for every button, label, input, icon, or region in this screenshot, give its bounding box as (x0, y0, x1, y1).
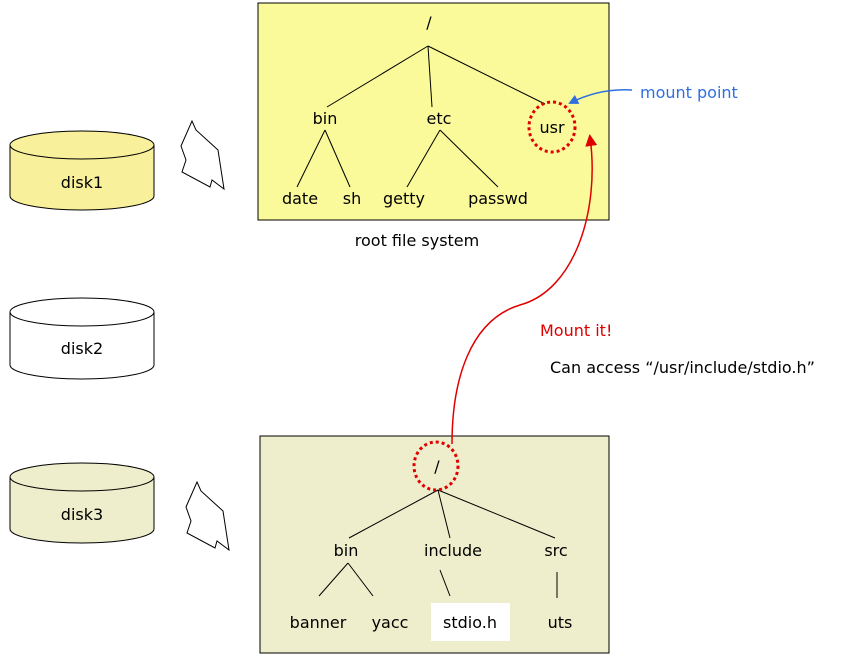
mount-point-label: mount point (640, 83, 738, 102)
stdio-highlight (431, 603, 510, 641)
node-sh: sh (343, 189, 361, 208)
root-filesystem: / bin etc usr date sh getty passwd (257, 2, 610, 221)
disk1-label: disk1 (61, 173, 103, 192)
mount-point-arrow (568, 89, 633, 104)
node-etc: etc (427, 109, 452, 128)
root-slash: / (426, 13, 432, 32)
access-note: Can access “/usr/include/stdio.h” (550, 358, 815, 377)
node-date: date (282, 189, 318, 208)
mount-point-circle (527, 100, 577, 154)
node-src: src (544, 541, 567, 560)
disk2: disk2 (9, 297, 155, 380)
mounted-filesystem: / bin include src banner yacc stdio.h ut… (259, 435, 610, 654)
disk1: disk1 (9, 130, 155, 211)
node-passwd: passwd (468, 189, 528, 208)
lightning-arrow-icon (180, 119, 225, 191)
mounted-root-slash: / (434, 457, 440, 476)
root-fs-caption: root file system (355, 231, 479, 250)
lightning-arrow-icon (185, 480, 230, 552)
disk3-label: disk3 (61, 505, 103, 524)
node-include: include (424, 541, 482, 560)
node-yacc: yacc (372, 613, 409, 632)
node-bin: bin (313, 109, 338, 128)
disk2-label: disk2 (61, 339, 103, 358)
node-uts: uts (548, 613, 573, 632)
mount-it-label: Mount it! (540, 321, 612, 340)
node-banner: banner (290, 613, 347, 632)
node-bin: bin (334, 541, 359, 560)
node-stdio: stdio.h (443, 613, 497, 632)
node-usr: usr (539, 118, 564, 137)
mounted-root-circle (412, 440, 460, 492)
node-getty: getty (383, 189, 425, 208)
disk3: disk3 (9, 462, 155, 544)
mount-arrow (451, 134, 598, 445)
